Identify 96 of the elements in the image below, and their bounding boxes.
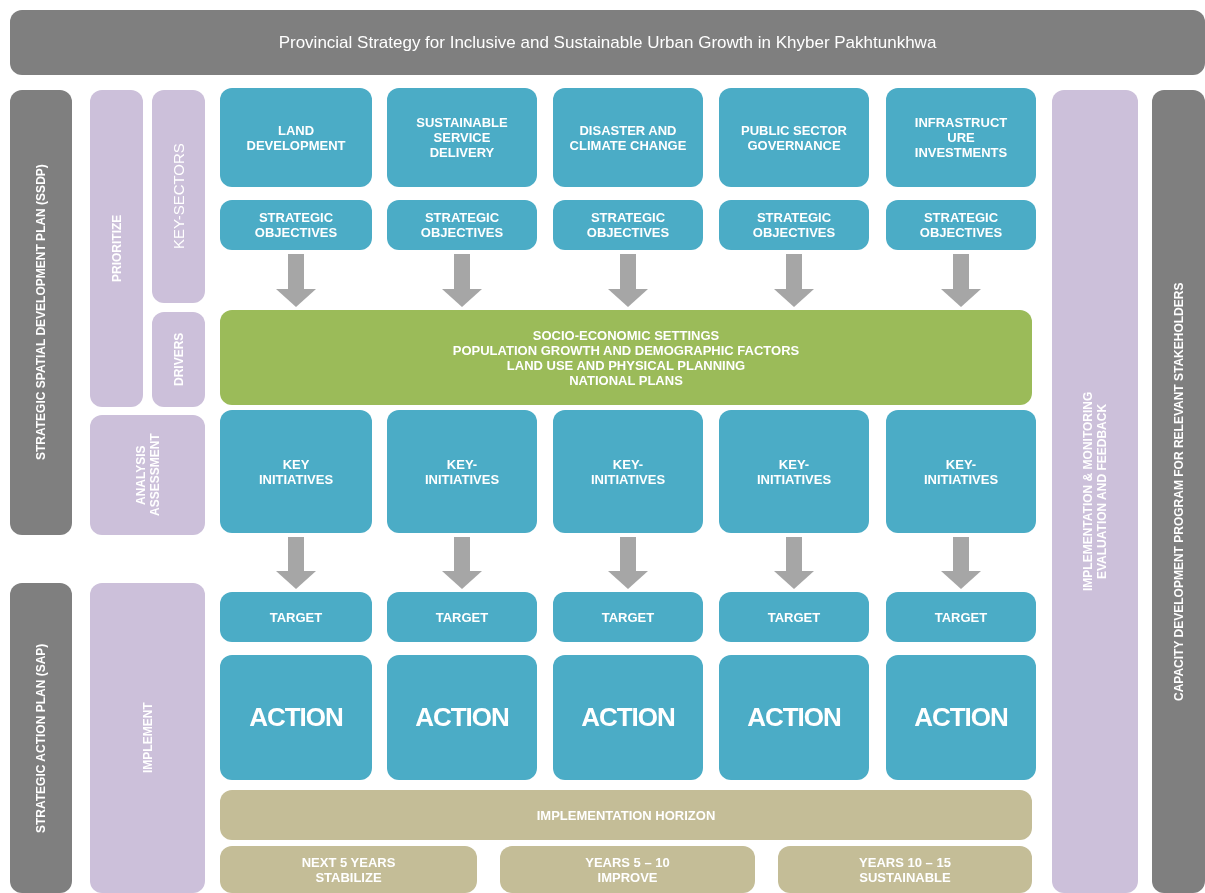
box-label: DRIVERS bbox=[171, 332, 186, 387]
title-text: Provincial Strategy for Inclusive and Sustainable Urban Growth in Khyber Pakhtunkhwa bbox=[278, 32, 937, 53]
box-label: KEY- INITIATIVES bbox=[755, 456, 833, 487]
sector-box bbox=[387, 88, 537, 187]
box-label: TARGET bbox=[934, 609, 988, 625]
sector-box bbox=[220, 88, 372, 187]
box-label: TARGET bbox=[435, 609, 489, 625]
objective-box bbox=[220, 200, 372, 250]
objective-box bbox=[387, 200, 537, 250]
sector-box bbox=[553, 88, 703, 187]
target-box bbox=[220, 592, 372, 642]
box-label: STRATEGIC OBJECTIVES bbox=[751, 210, 837, 240]
box-label: IMPLEMENT bbox=[140, 702, 155, 774]
target-box bbox=[387, 592, 537, 642]
box-label: LAND DEVELOPMENT bbox=[245, 122, 347, 153]
box-label: KEY- INITIATIVES bbox=[922, 456, 1000, 487]
objective-box bbox=[553, 200, 703, 250]
phase-side-bar bbox=[90, 415, 205, 535]
sector-box bbox=[886, 88, 1036, 187]
box-label: ACTION bbox=[415, 702, 509, 733]
phase-side-bar bbox=[90, 583, 205, 893]
block-arrow bbox=[774, 537, 814, 589]
block-arrow bbox=[774, 254, 814, 307]
action-box bbox=[553, 655, 703, 780]
box-label: LAND USE AND PHYSICAL PLANNING bbox=[506, 357, 746, 373]
monitoring-side-bar bbox=[1052, 90, 1138, 893]
box-label: SUSTAINABLE bbox=[859, 869, 951, 885]
horizon-band bbox=[220, 790, 1032, 840]
block-arrow bbox=[442, 254, 482, 307]
title-banner bbox=[10, 10, 1205, 75]
horizon-period-box bbox=[500, 846, 755, 893]
horizon-period-box bbox=[778, 846, 1032, 893]
box-label: TARGET bbox=[767, 609, 821, 625]
block-arrow bbox=[941, 254, 981, 307]
box-label: ACTION bbox=[747, 702, 841, 733]
phase-side-bar bbox=[90, 90, 143, 407]
program-side-bar bbox=[1152, 90, 1205, 893]
initiative-box bbox=[553, 410, 703, 533]
box-label: INFRASTRUCT URE INVESTMENTS bbox=[913, 115, 1009, 160]
box-label: ACTION bbox=[581, 702, 675, 733]
box-label: ACTION bbox=[914, 702, 1008, 733]
box-label: PRIORITIZE bbox=[109, 214, 124, 283]
horizon-period-box bbox=[220, 846, 477, 893]
action-box bbox=[886, 655, 1036, 780]
action-box bbox=[719, 655, 869, 780]
action-box bbox=[220, 655, 372, 780]
box-label: STABILIZE bbox=[315, 869, 382, 885]
phase-side-bar bbox=[152, 312, 205, 407]
box-label: KEY-SECTORS bbox=[170, 143, 187, 250]
drivers-band bbox=[220, 310, 1032, 405]
box-label: STRATEGIC OBJECTIVES bbox=[585, 210, 671, 240]
block-arrow bbox=[442, 537, 482, 589]
box-label: ANALYSIS ASSESSMENT bbox=[133, 432, 162, 519]
initiative-box bbox=[719, 410, 869, 533]
phase-side-bar bbox=[152, 90, 205, 303]
sector-box bbox=[719, 88, 869, 187]
box-label: DISASTER AND CLIMATE CHANGE bbox=[568, 122, 688, 153]
box-label: NEXT 5 YEARS bbox=[301, 854, 396, 870]
box-label: IMPLEMENTATION HORIZON bbox=[536, 807, 716, 823]
target-box bbox=[719, 592, 869, 642]
initiative-box bbox=[886, 410, 1036, 533]
box-label: YEARS 10 – 15 bbox=[859, 854, 951, 870]
plan-side-bar bbox=[10, 90, 72, 535]
block-arrow bbox=[276, 254, 316, 307]
box-label: SUSTAINABLE SERVICE DELIVERY bbox=[415, 115, 509, 160]
objective-box bbox=[719, 200, 869, 250]
box-label: STRATEGIC ACTION PLAN (SAP) bbox=[34, 643, 48, 833]
block-arrow bbox=[608, 254, 648, 307]
block-arrow bbox=[608, 537, 648, 589]
box-label: KEY- INITIATIVES bbox=[589, 456, 667, 487]
box-label: POPULATION GROWTH AND DEMOGRAPHIC FACTORS bbox=[452, 342, 800, 358]
box-label: YEARS 5 – 10 bbox=[585, 854, 670, 870]
block-arrow bbox=[941, 537, 981, 589]
block-arrow bbox=[276, 537, 316, 589]
objective-box bbox=[886, 200, 1036, 250]
target-box bbox=[886, 592, 1036, 642]
box-label: KEY- INITIATIVES bbox=[423, 456, 501, 487]
initiative-box bbox=[220, 410, 372, 533]
box-label: STRATEGIC OBJECTIVES bbox=[918, 210, 1004, 240]
box-label: TARGET bbox=[601, 609, 655, 625]
box-label: STRATEGIC SPATIAL DEVELOPMENT PLAN (SSDP) bbox=[34, 164, 48, 461]
box-label: NATIONAL PLANS bbox=[569, 372, 683, 388]
box-label: IMPROVE bbox=[597, 869, 658, 885]
box-label: KEY INITIATIVES bbox=[257, 456, 335, 487]
box-label: STRATEGIC OBJECTIVES bbox=[253, 210, 339, 240]
box-label: CAPACITY DEVELOPMENT PROGRAM FOR RELEVANT STAKEHOLDERS bbox=[1171, 282, 1186, 701]
box-label: SOCIO-ECONOMIC SETTINGS bbox=[532, 327, 720, 343]
plan-side-bar bbox=[10, 583, 72, 893]
box-label: TARGET bbox=[269, 609, 323, 625]
action-box bbox=[387, 655, 537, 780]
target-box bbox=[553, 592, 703, 642]
box-label: STRATEGIC OBJECTIVES bbox=[419, 210, 505, 240]
box-label: ACTION bbox=[249, 702, 343, 733]
initiative-box bbox=[387, 410, 537, 533]
box-label: IMPLEMENTATION & MONITORING EVALUATION AND FEEDBACK bbox=[1081, 390, 1109, 594]
box-label: PUBLIC SECTOR GOVERNANCE bbox=[740, 122, 848, 153]
